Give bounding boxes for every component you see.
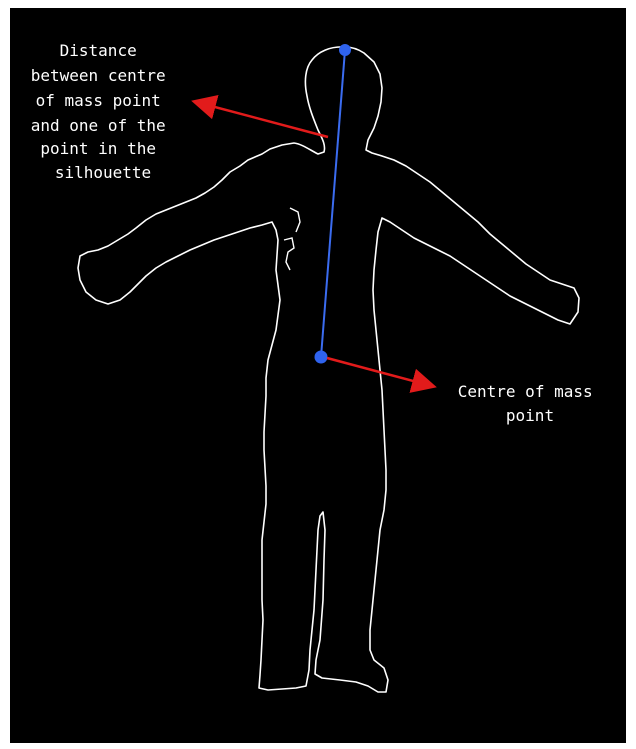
distance-arrow xyxy=(196,102,328,137)
silhouette-point-dot xyxy=(339,44,351,56)
silhouette-arm-edge xyxy=(290,208,300,232)
silhouette-armpit-detail xyxy=(284,238,294,270)
centre-label: Centre of mass point xyxy=(458,382,603,425)
distance-line xyxy=(321,50,345,357)
centre-of-mass-dot xyxy=(315,351,328,364)
distance-label: Distance between centre of mass point an… xyxy=(31,41,176,182)
